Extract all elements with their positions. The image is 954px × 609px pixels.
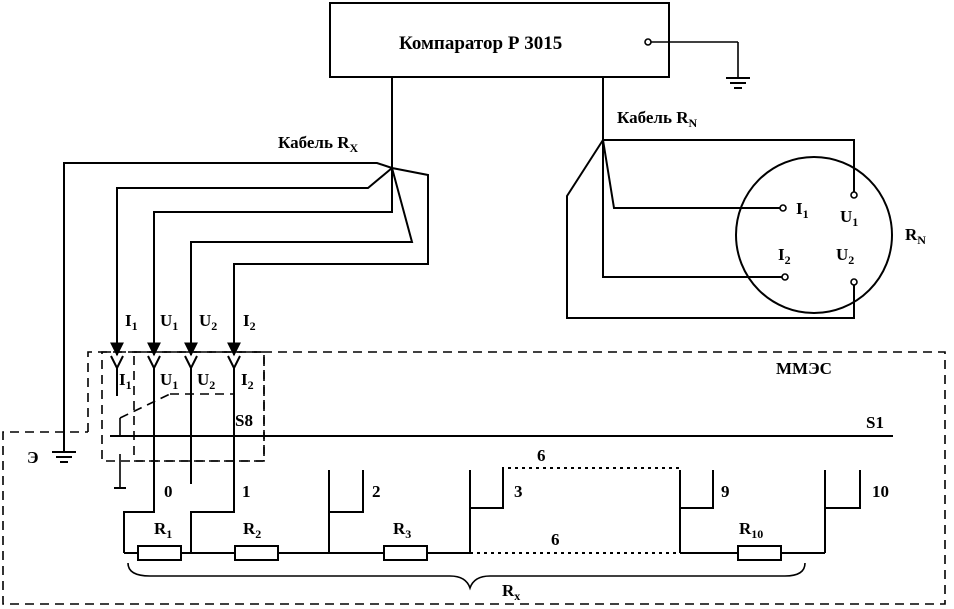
socket-label-u2: U2 <box>197 370 215 392</box>
cable-rx-label: Кабель RX <box>278 133 358 155</box>
socket-u1 <box>147 355 161 484</box>
mmes-enclosure: ММЭС <box>2 351 946 605</box>
rx-label: Rx <box>502 581 520 603</box>
resistor-label-r2: R2 <box>243 519 261 541</box>
cable-rn-conductors <box>566 139 855 319</box>
rx-brace <box>127 562 806 591</box>
lead-label-u2: U2 <box>199 311 217 333</box>
ground-symbol-e: Э <box>27 432 76 467</box>
lead-label-i1: I1 <box>125 311 138 333</box>
gap-bridge-top <box>502 467 681 470</box>
contact-2 <box>328 470 364 513</box>
ground-symbol-comparator <box>726 77 750 89</box>
gap-label-bottom: 6 <box>551 530 560 549</box>
contact-label-3: 3 <box>514 482 523 501</box>
socket-i1 <box>110 355 124 396</box>
rn-terminal-u1: U1 <box>840 207 858 229</box>
comparator-block: Компаратор Р 3015 <box>329 2 739 78</box>
socket-label-i2: I2 <box>241 370 254 392</box>
resistor-r3 <box>383 545 428 561</box>
contact-label-10: 10 <box>872 482 889 501</box>
ground-label: Э <box>27 448 39 467</box>
contact-3 <box>469 470 504 509</box>
contact-label-9: 9 <box>721 482 730 501</box>
cable-rx-conductors <box>63 162 429 432</box>
cable-rn-label: Кабель RN <box>617 108 697 130</box>
resistor-chain: R1 R2 R3 R10 6 <box>124 519 825 561</box>
s8-label: S8 <box>235 411 253 430</box>
rn-terminal-i2: I2 <box>778 245 791 267</box>
resistor-label-r3: R3 <box>393 519 411 541</box>
contact-10 <box>824 470 861 509</box>
contact-label-1: 1 <box>242 482 251 501</box>
rn-standard-resistor: I1 U1 I2 U2 <box>735 156 893 314</box>
resistor-label-r1: R1 <box>154 519 172 541</box>
comparator-label: Компаратор Р 3015 <box>399 33 562 54</box>
rn-label: RN <box>905 225 926 247</box>
contact-0 <box>123 484 155 553</box>
lead-label-u1: U1 <box>160 311 178 333</box>
contact-row: 0 1 2 3 9 10 <box>123 470 889 553</box>
mmes-label: ММЭС <box>776 359 832 378</box>
socket-i2 <box>227 355 241 484</box>
contact-1 <box>190 484 235 553</box>
resistor-label-r10: R10 <box>739 519 763 541</box>
contact-label-0: 0 <box>164 482 173 501</box>
s1-label: S1 <box>866 413 884 432</box>
lead-labels: I1 U1 U2 I2 <box>125 311 256 333</box>
socket-row: I1 U1 U2 I2 <box>110 355 254 484</box>
switch-lever <box>114 393 233 489</box>
contact-9 <box>679 470 714 509</box>
socket-label-u1: U1 <box>160 370 178 392</box>
gap-label-top: 6 <box>537 446 546 465</box>
rn-terminal-u2: U2 <box>836 245 854 267</box>
resistor-r10 <box>737 545 782 561</box>
socket-label-i1: I1 <box>119 370 132 392</box>
lead-label-i2: I2 <box>243 311 256 333</box>
rn-terminal-i1: I1 <box>796 199 809 221</box>
contact-label-2: 2 <box>372 482 381 501</box>
socket-u2 <box>184 355 198 484</box>
resistor-r2 <box>234 545 279 561</box>
resistor-r1 <box>137 545 182 561</box>
s8-switch: S8 <box>101 351 265 462</box>
